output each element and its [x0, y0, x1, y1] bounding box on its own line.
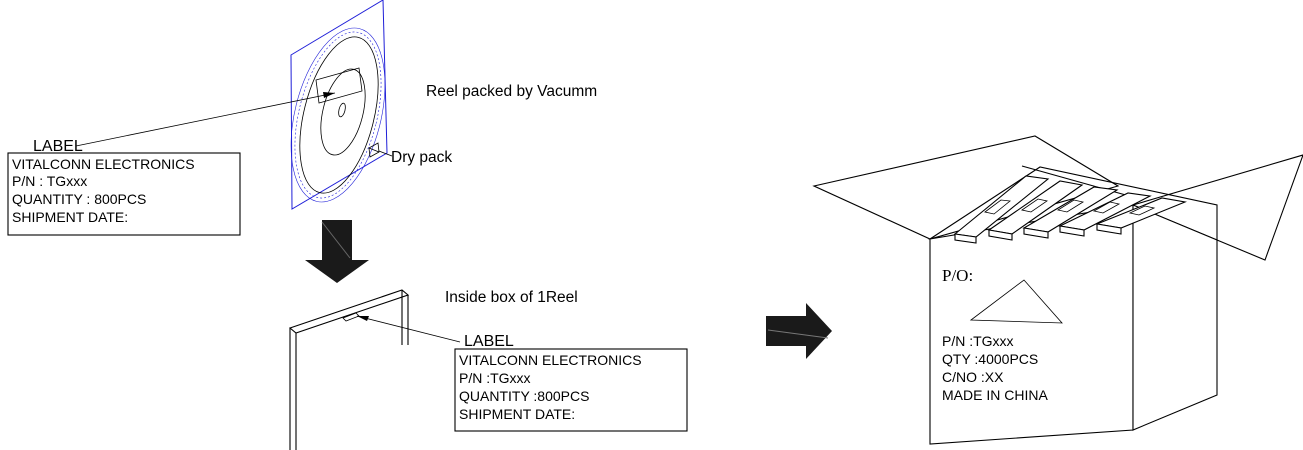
reel-label: [315, 67, 363, 104]
inside-box-caption: Inside box of 1Reel: [445, 289, 578, 306]
down-arrow-icon: [305, 220, 369, 283]
carton-line: MADE IN CHINA: [942, 387, 1048, 403]
carton-inner-boxes: [953, 175, 1187, 244]
reel-label-line: P/N : TGxxx: [12, 173, 87, 189]
inside-box: [288, 289, 410, 450]
carton-triangle-mark: [969, 279, 1063, 324]
right-arrow-icon: [766, 303, 832, 359]
reel-label-line: SHIPMENT DATE:: [12, 209, 128, 225]
carton-po: P/O:: [942, 266, 973, 285]
reel-label-leader: [75, 92, 336, 147]
dry-pack-label: Dry pack: [391, 149, 452, 166]
carton-line: P/N :TGxxx: [942, 333, 1014, 349]
reel-label-line: VITALCONN ELECTRONICS: [12, 156, 195, 172]
carton-side: [1132, 204, 1218, 431]
inside-label-leader: [356, 315, 461, 343]
inside-label-title: LABEL: [464, 333, 514, 350]
reel-caption: Reel packed by Vacumm: [426, 83, 597, 100]
inside-label-line: P/N :TGxxx: [459, 370, 531, 386]
inside-label-line: QUANTITY :800PCS: [459, 388, 589, 404]
carton: [812, 135, 1303, 445]
carton-line: QTY :4000PCS: [942, 351, 1038, 367]
reel-vacuum-pack: [290, 0, 388, 210]
inside-label-line: SHIPMENT DATE:: [459, 406, 575, 422]
carton-left-flap: [812, 135, 1120, 240]
inside-label-box: VITALCONN ELECTRONICS P/N :TGxxx QUANTIT…: [454, 348, 688, 432]
carton-line: C/NO :XX: [942, 369, 1004, 385]
reel-outer-ring: [290, 27, 386, 203]
reel-label-box: VITALCONN ELECTRONICS P/N : TGxxx QUANTI…: [7, 152, 241, 236]
inside-label-line: VITALCONN ELECTRONICS: [459, 352, 642, 368]
reel-label-title: LABEL: [33, 138, 83, 155]
reel-label-line: QUANTITY : 800PCS: [12, 191, 146, 207]
